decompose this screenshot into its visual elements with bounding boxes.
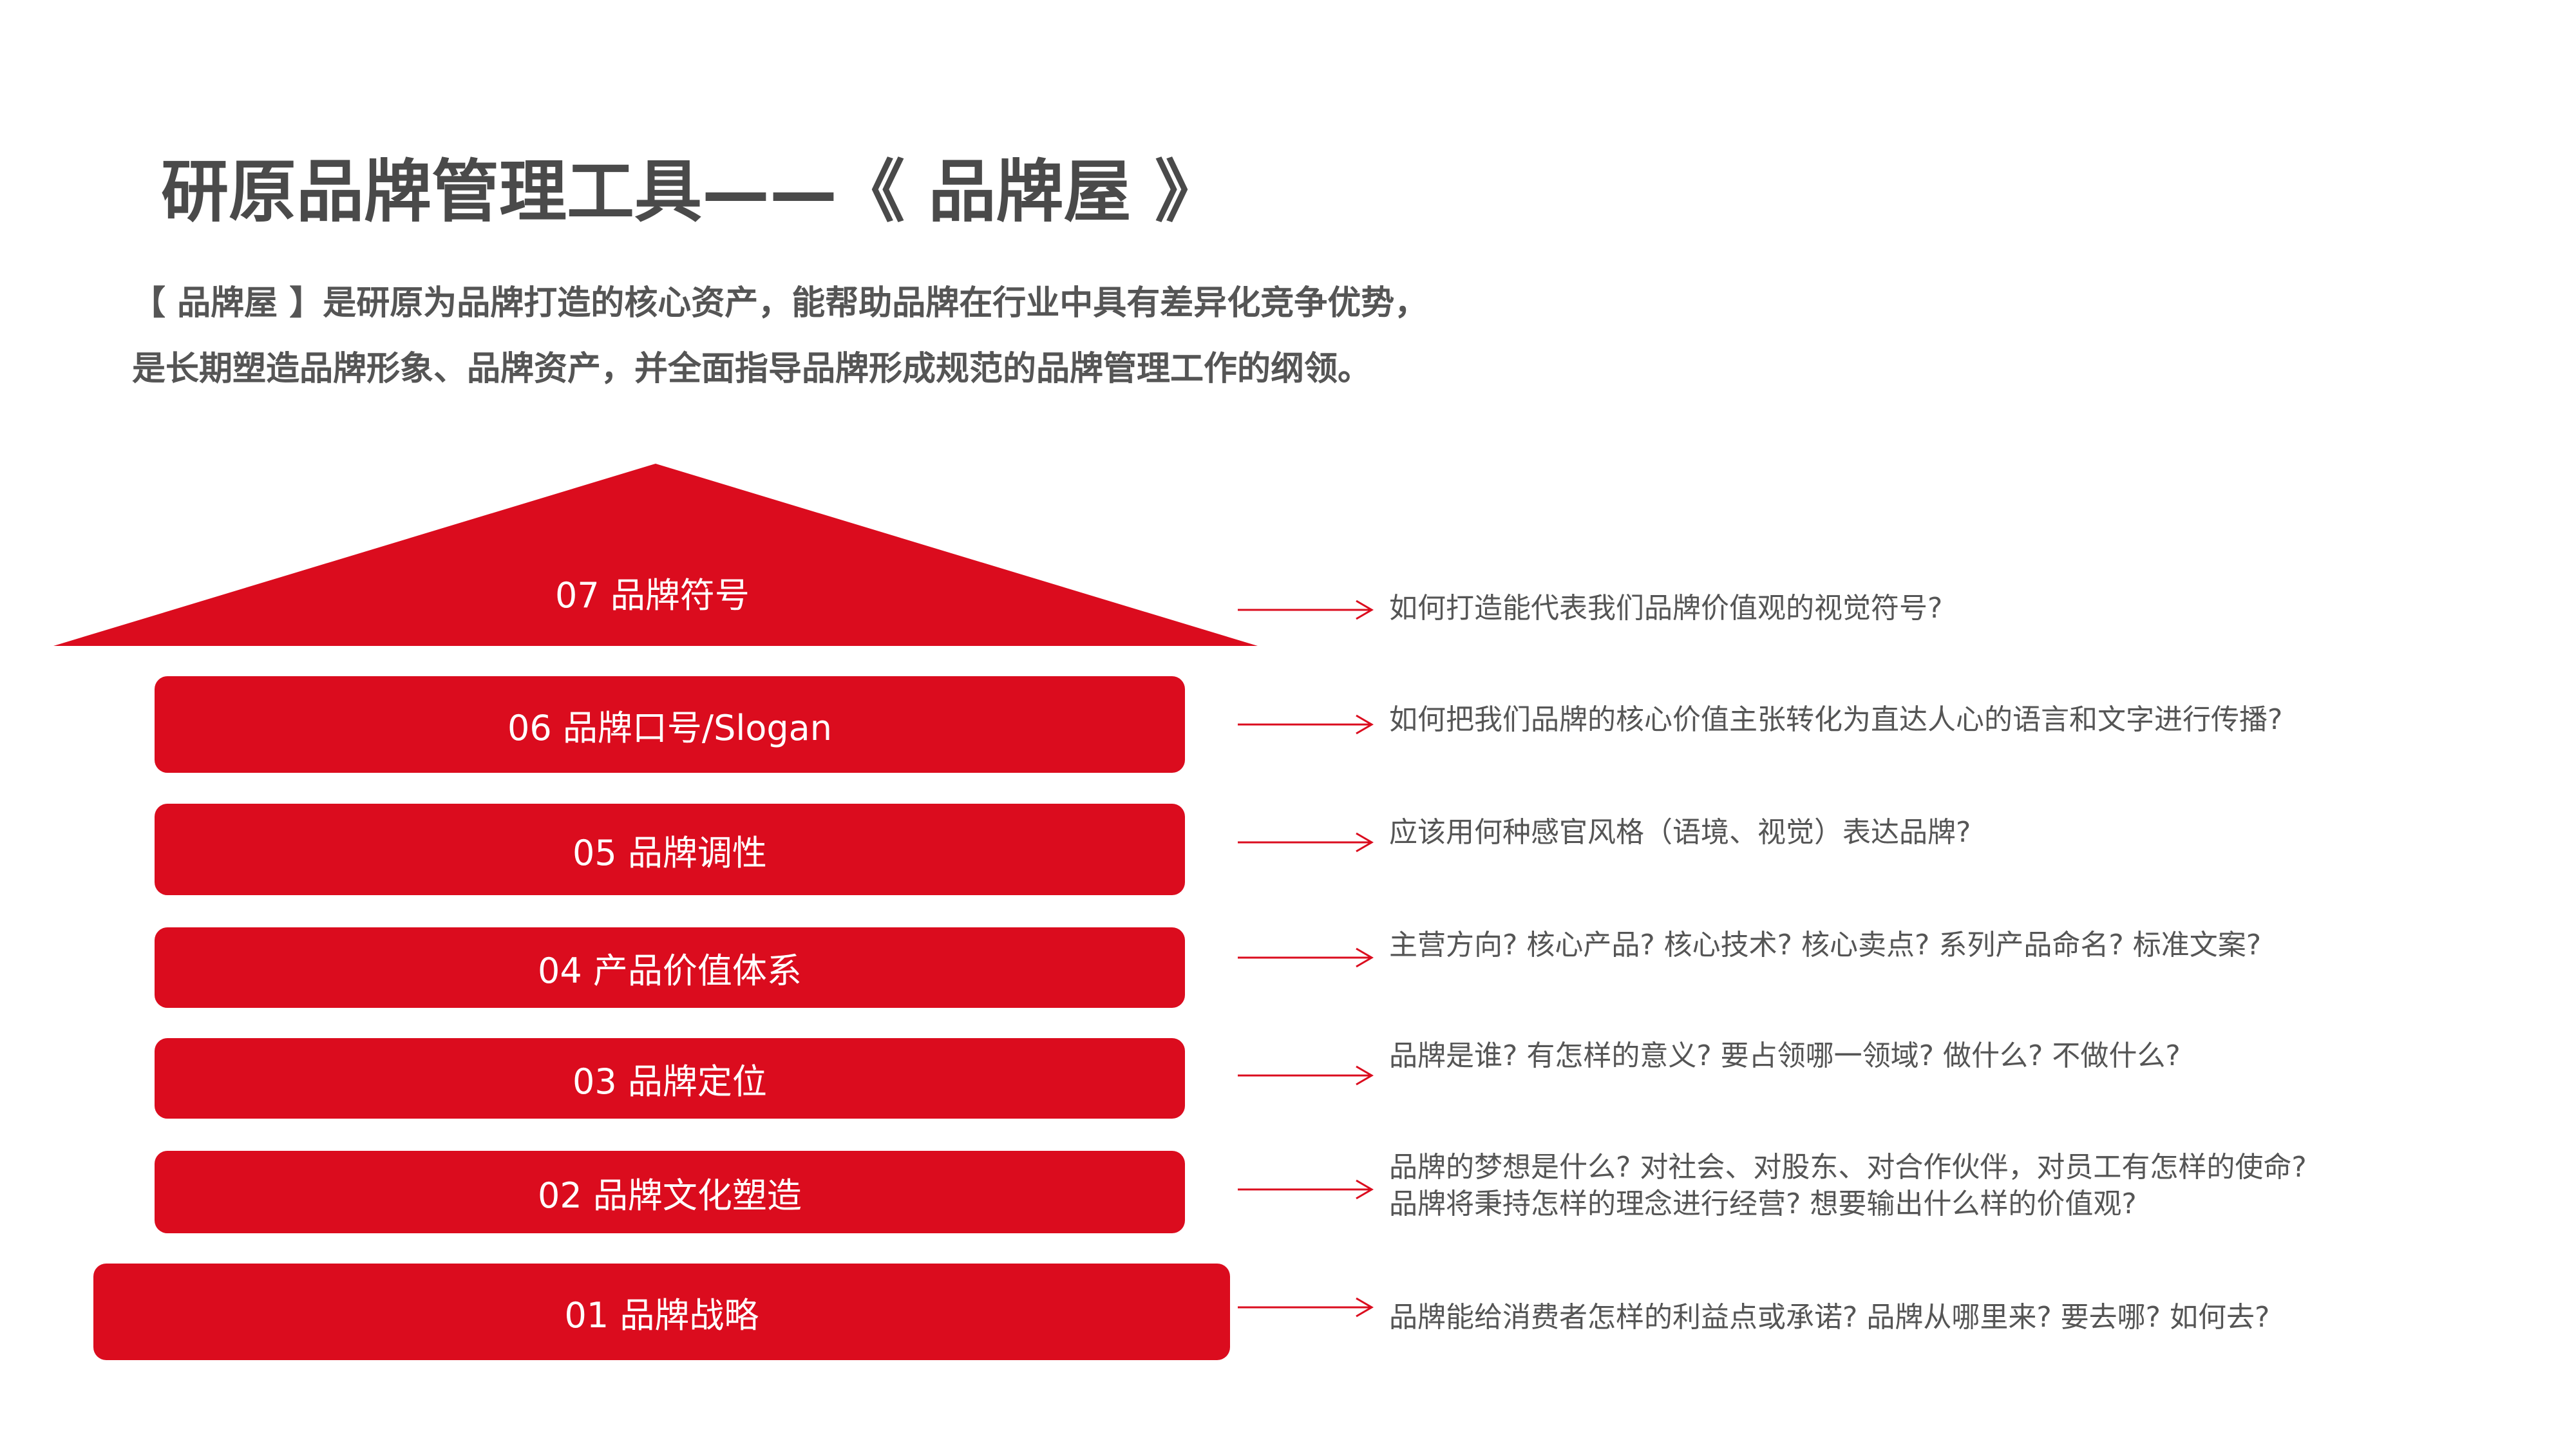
level-01-question: 品牌能给消费者怎样的利益点或承诺? 品牌从哪里来? 要去哪? 如何去? [1389,1301,2270,1334]
level-07-question: 如何打造能代表我们品牌价值观的视觉符号? [1389,592,1943,625]
arrow-icon [1238,1065,1374,1086]
level-03-label: 03 品牌定位 [573,1061,767,1102]
arrow-icon [1238,832,1374,853]
level-02-question-2: 品牌将秉持怎样的理念进行经营? 想要输出什么样的价值观? [1389,1188,2137,1220]
level-07-label: 07 品牌符号 [555,575,750,616]
level-01-label: 01 品牌战略 [564,1294,759,1336]
level-04-label: 04 产品价值体系 [538,951,802,991]
arrow-icon [1238,947,1374,968]
arrow-icon [1238,600,1374,620]
arrow-icon [1238,1179,1374,1200]
level-03-question: 品牌是谁? 有怎样的意义? 要占领哪一领域? 做什么? 不做什么? [1389,1039,2181,1072]
level-06-label: 06 品牌口号/Slogan [507,707,832,748]
level-04-bar: 04 产品价值体系 [155,927,1185,1008]
level-04-question: 主营方向? 核心产品? 核心技术? 核心卖点? 系列产品命名? 标准文案? [1389,929,2262,961]
level-01-bar: 01 品牌战略 [93,1264,1230,1360]
roof-triangle [53,464,1258,646]
level-05-label: 05 品牌调性 [573,832,767,873]
page-title: 研原品牌管理工具——《 品牌屋 》 [161,153,1223,231]
level-02-label: 02 品牌文化塑造 [538,1175,802,1216]
intro-line-2: 是长期塑造品牌形象、品牌资产，并全面指导品牌形成规范的品牌管理工作的纲领。 [132,350,1372,388]
brand-house-roof [53,464,1258,646]
level-02-bar: 02 品牌文化塑造 [155,1151,1185,1233]
level-06-bar: 06 品牌口号/Slogan [155,676,1185,773]
level-02-question: 品牌的梦想是什么? 对社会、对股东、对合作伙伴，对员工有怎样的使命? [1389,1151,2307,1184]
arrow-icon [1238,714,1374,735]
level-03-bar: 03 品牌定位 [155,1038,1185,1119]
level-05-question: 应该用何种感官风格（语境、视觉）表达品牌? [1389,816,1971,849]
level-06-question: 如何把我们品牌的核心价值主张转化为直达人心的语言和文字进行传播? [1389,703,2283,736]
intro-line-1: 【 品牌屋 】是研原为品牌打造的核心资产，能帮助品牌在行业中具有差异化竞争优势， [132,284,1428,323]
level-05-bar: 05 品牌调性 [155,804,1185,895]
arrow-icon [1238,1297,1374,1318]
